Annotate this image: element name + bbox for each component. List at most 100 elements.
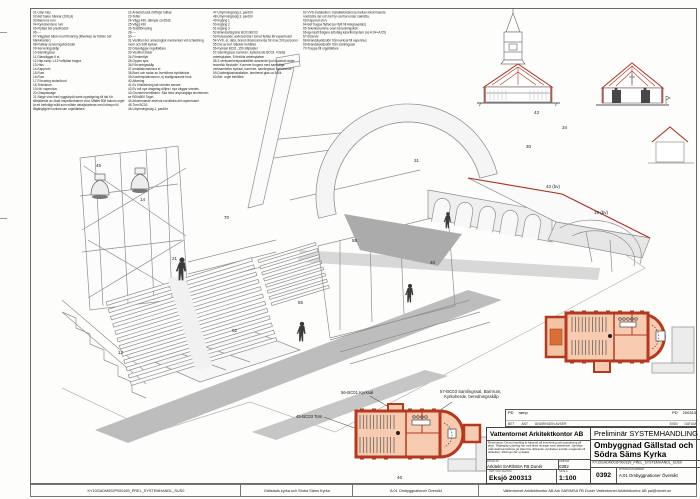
- legend-item: 69-Brandskyddsdörr från samlingssal: [303, 43, 355, 47]
- legend-item: 36-Förvaringsskåp: [128, 63, 155, 67]
- legend-item: 50-Ingång 2: [213, 23, 230, 27]
- job-number-label: ARB NR: [559, 460, 570, 463]
- drawn-by-value: Arkitekt SAR/MSA FB Dunér: [487, 464, 543, 469]
- document-id: KY10GADM002P000189_PREL_SYSTEMHANDL_SUS0: [591, 461, 700, 468]
- document-status: Preliminär SYSTEMHANDLING: [591, 428, 700, 440]
- callout-number: 58: [352, 238, 358, 243]
- revision-date: 200313: [682, 410, 696, 415]
- legend-item: 17-Förvaring stolar/bord: [33, 79, 67, 83]
- legend-item: 49-Ingång 1: [213, 19, 230, 23]
- legend-item: 67-Elservis: [303, 35, 319, 39]
- footer-file-id: KY10GADM002P000189_PREL_SYSTEMHANDL_SUS0: [31, 485, 241, 496]
- legend-item: 06----: [33, 31, 41, 35]
- scale-label: SKALA: [559, 470, 568, 473]
- floor-plan-overview: [544, 310, 695, 374]
- drawn-by-label: RITAD AV: [487, 460, 499, 463]
- callout-number: 70: [224, 215, 230, 220]
- legend-item: 63-Kapprum (bv): [303, 19, 327, 23]
- project-title: Ombyggnad Gällstad och Södra Säms Kyrka: [591, 440, 700, 461]
- callout-number: 14: [140, 197, 146, 202]
- legend-item: 59-Dubbelglasinstallation, laminerat gla…: [213, 71, 282, 75]
- revision-sign: PD: [672, 410, 678, 415]
- legend-item: 15-Rum: [33, 71, 45, 75]
- legend-item: 44-Inkommande elservis nordöstra del vap…: [128, 99, 199, 104]
- legend-item: 60-Bef. orgel behålles: [213, 75, 244, 79]
- fold-mark: [0, 32, 7, 33]
- legend-item: 28----: [128, 31, 136, 35]
- legend-item: 08-Rullbar serveringsbordsdel: [33, 43, 75, 47]
- legend-item: 31-Vestibul del, arkeologisk medverkan v…: [128, 39, 204, 47]
- legend-item: 37-Installationskrona el: [128, 67, 161, 71]
- revision-table: PD ramp PD 200313 BET ANT ÄNDRINGEN AVSE…: [505, 409, 698, 427]
- legend-item: 10-Samlingssal: [33, 51, 55, 55]
- callout-number: 02: [232, 328, 238, 333]
- legend-item: 66-Igensatt tidigare luftuttag kalorifer…: [303, 31, 386, 35]
- legend-item: 52-Brandcellsgräns BC01/BC03: [213, 31, 258, 35]
- drawing-number-value: A:01 Ombyggnationer Översikt: [619, 473, 678, 478]
- legend-item: 41-Ev förstärkning tak utredes senare: [128, 83, 181, 87]
- legend-item: 45-Torn BC03: [128, 103, 148, 108]
- legend-item: 26-Textilförvaring: [128, 27, 152, 31]
- floor-plan-detail: [354, 403, 489, 472]
- legend-item: 09-Serveringsskåp: [33, 47, 60, 51]
- legend-item: 21-Stege vind med ryggskydd samt uppstig…: [33, 95, 125, 112]
- footer-architect-contact: Vattentornet Arkitektkontor AB Ark SAR/M…: [503, 488, 672, 493]
- disclaimer-small-print: Reservation: Denna handling är baserad p…: [487, 441, 590, 460]
- title-block: Vattentornet Arkitektkontor AB Reservati…: [486, 427, 700, 484]
- legend-item: 33-Vestibul stolar: [128, 51, 153, 55]
- legend-item: 03-Barnens rum: [33, 19, 56, 23]
- revision-header-avser: ÄNDRINGEN AVSER: [535, 422, 567, 427]
- project-title-line1: Ombyggnad Gällstad och: [594, 441, 694, 450]
- legend-item: 35-Öppen spis: [128, 59, 149, 63]
- revision-header-bet: BET: [508, 422, 515, 427]
- place-date-value: Eksjö 200313: [489, 475, 532, 482]
- legend-item: 46-Utrymningsväg 1, pardörr: [128, 107, 169, 112]
- legend-item: 68-Brandskyddsdörr från kyrksal till vap…: [303, 39, 367, 43]
- callout-number: 43: [534, 110, 540, 115]
- footer-strip: KY10GADM002P000189_PREL_SYSTEMHANDL_SUS0…: [30, 484, 697, 497]
- legend-item: 16-Rum: [33, 75, 45, 79]
- callout-number: 45: [96, 163, 102, 168]
- legend-item: 22-Arbetsmodul chifforjé rullbar: [128, 11, 172, 15]
- footer-project-name: Gällstads kyrka och Södra Säms Kyrka: [241, 485, 353, 496]
- legend-item: 65-Teknikutrymme ovan beredningskök: [303, 27, 358, 31]
- legend-item: 14-Kapprum: [33, 67, 51, 71]
- callout-number: 30: [526, 144, 532, 149]
- human-figures: [175, 212, 451, 342]
- legend-item: 64-Bef trappa flyttad (ev flytt till Ask…: [303, 23, 366, 27]
- church-bells: [90, 167, 150, 199]
- scale-value: 1:100: [559, 475, 577, 482]
- legend-item: 19-Nb: vapenhus: [33, 87, 57, 91]
- fold-mark: [0, 218, 7, 219]
- legend-column-4: 62-VVS-installation i installationskrona…: [303, 11, 397, 51]
- callout-number: 19 (bv): [594, 210, 609, 215]
- revision-description: ramp: [518, 410, 528, 415]
- revision-header-ant: ANT: [521, 422, 529, 427]
- legend-item: 20-Glaspassage: [33, 91, 56, 95]
- legend-item: 70-Trappa till orgelläktare: [303, 47, 339, 51]
- callout-number: 40: [430, 260, 436, 265]
- revision-bet: PD: [508, 410, 514, 415]
- drawing-set-number: 0392: [591, 468, 617, 483]
- callout-number: 12: [118, 350, 124, 355]
- section-elevation-nave: [596, 62, 671, 106]
- plan-label: 45-BC03 Torn: [296, 414, 323, 419]
- legend-item: 04-Kyrkoherdens rum: [33, 23, 64, 27]
- project-title-line2: Södra Säms Kyrka: [594, 450, 667, 460]
- callout-number: 46: [397, 475, 403, 480]
- legend-item: 51-Ingång 3: [213, 27, 230, 31]
- legend-item: 55-Del av bef. Bänkar behålles: [213, 43, 257, 47]
- callout-number: 21: [172, 256, 178, 261]
- legend-item: 11-Glasväggar 6 st: [33, 55, 60, 59]
- legend-item: 58-3-verksamhetsparallellitet avseende l…: [213, 59, 295, 71]
- legend-item: 30----: [128, 35, 136, 39]
- legend-item: 32-Glasväggar orgelläktare: [128, 47, 166, 51]
- footer-drawing-title: A:01 Ombyggnationer Översikt: [353, 485, 479, 496]
- plan-label: 56-BC01 Kyrksal: [341, 390, 374, 395]
- legend-item: 48-Utrymningsväg 3, pardörr: [213, 15, 254, 19]
